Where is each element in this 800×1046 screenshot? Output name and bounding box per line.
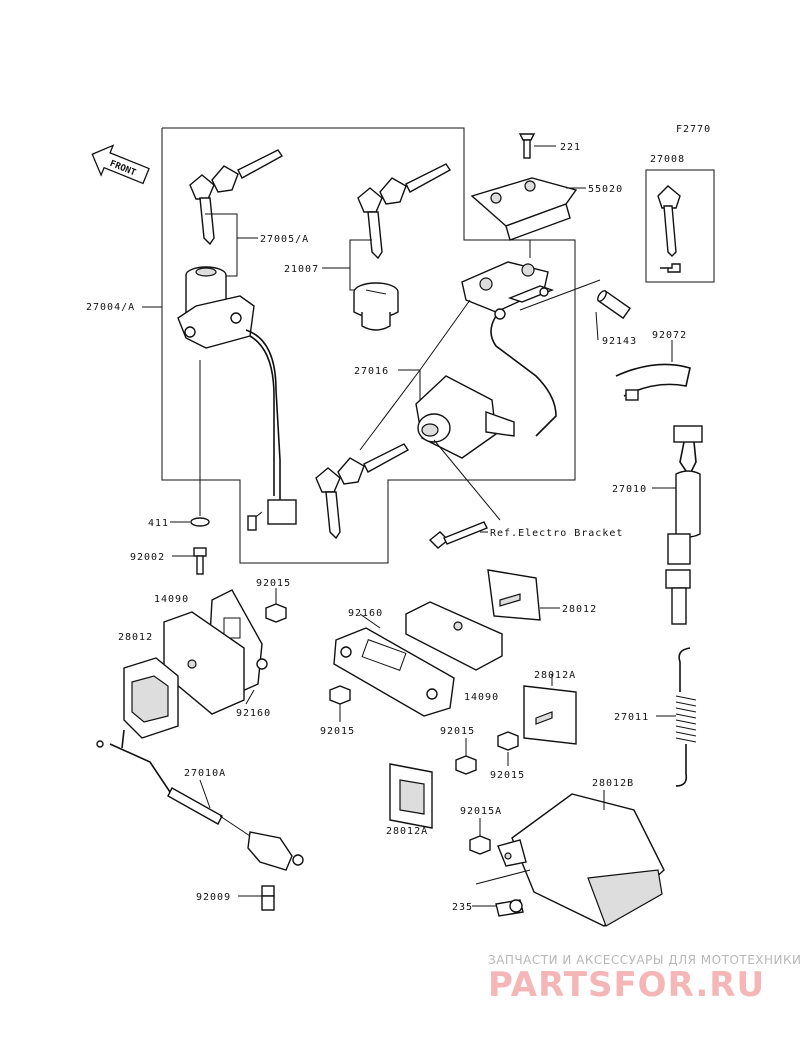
lock-cylinder-icon: [353, 282, 399, 331]
bracket-55020-icon: [470, 177, 578, 241]
label-ref-bracket: Ref.Electro Bracket: [490, 528, 623, 539]
key-set-lower-icon: [315, 443, 410, 540]
label-411: 411: [148, 518, 169, 529]
label-28012b: 28012B: [592, 778, 634, 789]
nut-92015a-icon: [469, 835, 491, 855]
label-92160-mid: 92160: [348, 608, 383, 619]
switch-holder-icon: [461, 261, 555, 320]
label-235: 235: [452, 902, 473, 913]
washer-411-icon: [190, 517, 210, 527]
label-28012-right: 28012: [562, 604, 597, 615]
label-221: 221: [560, 142, 581, 153]
ignition-switch-icon: [177, 266, 255, 349]
bolt-92009-icon: [261, 885, 275, 911]
spring-27011-icon: [675, 647, 697, 787]
label-55020: 55020: [588, 184, 623, 195]
screw-221-icon: [518, 133, 536, 159]
bolt-92002-icon: [193, 547, 207, 575]
pad-28012-left-icon: [123, 657, 179, 739]
bracket-14090-left-icon: [163, 611, 245, 715]
watermark-logo: PARTSFOR.RU: [488, 965, 765, 1005]
label-27005a: 27005/A: [260, 234, 309, 245]
key-set-21007-icon: [357, 163, 452, 260]
label-14090-mid: 14090: [464, 692, 499, 703]
switch-27010a-icon: [96, 729, 304, 871]
label-28012a-right: 28012A: [534, 670, 576, 681]
label-92002: 92002: [130, 552, 165, 563]
assembly-frame: [161, 127, 576, 564]
key-set-top-left-icon: [189, 149, 284, 246]
watermark-subtitle: ЗАПЧАСТИ И АКСЕССУАРЫ ДЛЯ МОТОТЕХНИКИ: [488, 953, 800, 967]
nut-92015-c-icon: [455, 755, 477, 775]
label-92015-c: 92015: [440, 726, 475, 737]
brake-switch-27010-icon: [665, 425, 703, 625]
front-arrow-icon: FRONT: [91, 144, 150, 185]
label-92143: 92143: [602, 336, 637, 347]
nut-92015-b-icon: [329, 685, 351, 705]
key-lock-27016-icon: [415, 375, 515, 459]
label-14090-left: 14090: [154, 594, 189, 605]
label-27010: 27010: [612, 484, 647, 495]
label-92015-d: 92015: [490, 770, 525, 781]
label-27004a: 27004/A: [86, 302, 135, 313]
switch-wire: [245, 329, 281, 500]
key-27008-box: [645, 169, 715, 283]
cable-tie-icon: [615, 363, 691, 397]
pad-28012-right-icon: [487, 569, 541, 621]
label-27011: 27011: [614, 712, 649, 723]
label-92160-left: 92160: [236, 708, 271, 719]
connector-icon: [267, 499, 297, 525]
label-28012a-mid: 28012A: [386, 826, 428, 837]
label-92015-b: 92015: [320, 726, 355, 737]
label-21007: 21007: [284, 264, 319, 275]
bracket-14090-mid-icon: [405, 601, 503, 671]
pad-28012a-right-icon: [523, 685, 577, 745]
bolt-ref-bracket-icon: [428, 521, 488, 549]
plate-92160-mid-icon: [333, 627, 455, 717]
label-92015-a: 92015: [256, 578, 291, 589]
label-27008: 27008: [650, 154, 685, 165]
bolt-235-icon: [495, 899, 524, 917]
pad-28012a-mid-icon: [389, 763, 433, 829]
label-28012-left: 28012: [118, 632, 153, 643]
label-92009: 92009: [196, 892, 231, 903]
label-27010a: 27010A: [184, 768, 226, 779]
plate-92160-left-icon: [209, 589, 268, 693]
figure-code: F2770: [676, 124, 711, 135]
regulator-28012b-icon: [497, 793, 665, 927]
plug-92143-icon: [597, 290, 631, 320]
key-27008-icon: [657, 185, 681, 273]
label-92072: 92072: [652, 330, 687, 341]
nut-92015-d-icon: [497, 731, 519, 751]
label-92015a: 92015A: [460, 806, 502, 817]
nut-92015-a-icon: [265, 603, 287, 623]
label-27016: 27016: [354, 366, 389, 377]
